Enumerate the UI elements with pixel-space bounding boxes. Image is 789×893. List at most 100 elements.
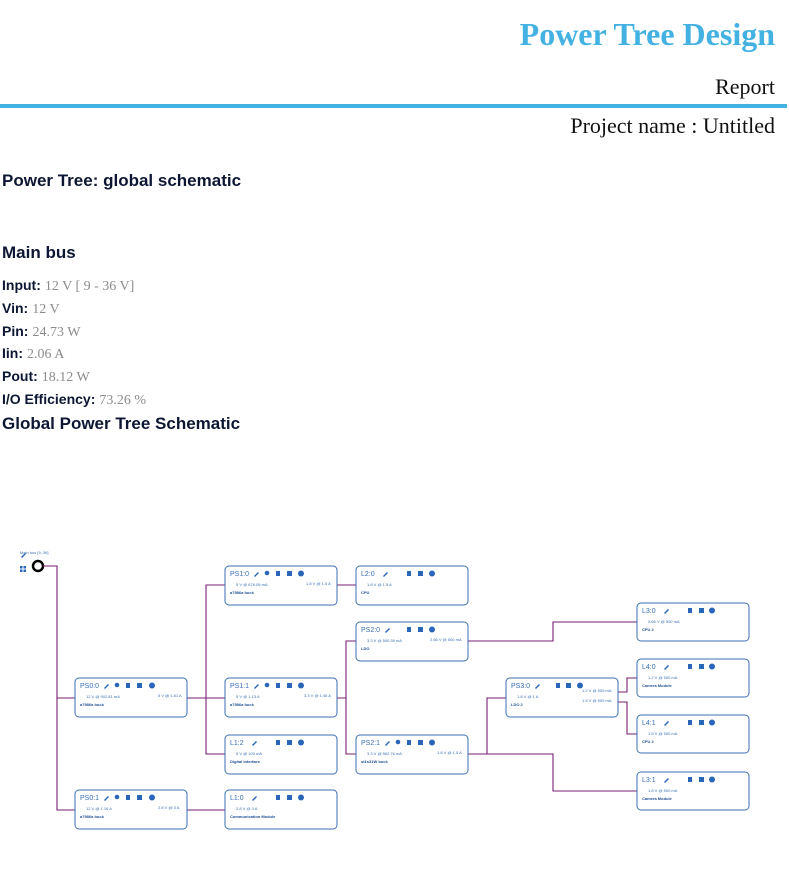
node-l4-1[interactable]: L4:1 1.5 V @ 500 mA CPU 2 <box>636 714 750 754</box>
grid-icon[interactable] <box>566 683 571 688</box>
section-heading: Power Tree: global schematic <box>2 171 242 190</box>
remove-icon[interactable] <box>429 739 435 746</box>
remove-icon[interactable] <box>298 682 304 689</box>
node-ps0-1[interactable]: PS0:1 12 V @ 1.16 A 2.8 V @ 3 A a7986a b… <box>74 789 188 830</box>
grid-icon[interactable] <box>20 566 23 569</box>
remove-icon[interactable] <box>709 776 715 783</box>
grid-icon[interactable] <box>287 571 292 576</box>
pencil-icon[interactable] <box>104 796 109 801</box>
pencil-icon[interactable] <box>385 628 390 633</box>
pencil-icon[interactable] <box>254 572 259 577</box>
pencil-icon[interactable] <box>252 796 257 801</box>
copy-icon[interactable] <box>688 608 692 613</box>
gear-icon[interactable] <box>264 570 270 576</box>
pencil-icon[interactable] <box>535 684 540 689</box>
remove-icon[interactable] <box>298 794 304 801</box>
remove-icon[interactable] <box>149 794 155 801</box>
node-ps2-0[interactable]: PS2:0 3.3 V @ 500.39 mA 2.66 V @ 500 mA … <box>355 621 469 662</box>
copy-icon[interactable] <box>276 740 280 745</box>
node-output: 3.3 V @ 1.45 A <box>304 693 331 698</box>
copy-icon[interactable] <box>407 740 411 745</box>
main-bus-source[interactable] <box>31 559 45 573</box>
pencil-icon[interactable] <box>21 553 26 558</box>
remove-icon[interactable] <box>709 719 715 726</box>
pencil-icon[interactable] <box>254 684 259 689</box>
row-key: I/O Efficiency: <box>2 391 96 407</box>
node-name: a7986a buck <box>230 702 255 707</box>
node-l3-1[interactable]: L3:1 1.8 V @ 500 mA Camera Module <box>636 771 750 811</box>
copy-icon[interactable] <box>556 683 560 688</box>
node-ps1-1[interactable]: PS1:1 5 V @ 1.13 A 3.3 V @ 1.45 A a7986a… <box>224 677 338 718</box>
pencil-icon[interactable] <box>664 609 669 614</box>
grid-icon[interactable] <box>137 683 142 688</box>
row-key: Pout: <box>2 368 38 384</box>
grid-icon[interactable] <box>699 720 704 725</box>
node-l1-0[interactable]: L1:0 2.8 V @ 3 A Communication Module <box>224 789 338 830</box>
remove-icon[interactable] <box>429 570 435 577</box>
node-input: 1.8 V @ 1.5 A <box>367 582 392 587</box>
pencil-icon[interactable] <box>664 665 669 670</box>
node-l1-2[interactable]: L1:2 5 V @ 100 mA Digital Interface <box>224 734 338 775</box>
gear-icon[interactable] <box>114 682 120 688</box>
pencil-icon[interactable] <box>664 721 669 726</box>
node-id: PS1:0 <box>230 571 249 578</box>
node-id: PS1:1 <box>230 683 249 690</box>
grid-icon[interactable] <box>418 627 423 632</box>
copy-icon[interactable] <box>688 777 692 782</box>
node-ps0-0[interactable]: PS0:0 12 V @ 902.81 mA 5 V @ 1.81 A a798… <box>74 677 188 718</box>
grid-icon[interactable] <box>418 740 423 745</box>
remove-icon[interactable] <box>429 626 435 633</box>
copy-icon[interactable] <box>407 571 411 576</box>
node-output-2: 1.5 V @ 500 mA <box>582 698 612 703</box>
gear-icon[interactable] <box>264 682 270 688</box>
grid-icon[interactable] <box>699 608 704 613</box>
copy-icon[interactable] <box>126 683 130 688</box>
remove-icon[interactable] <box>149 682 155 689</box>
node-ps3-0[interactable]: PS3:0 1.8 V @ 1 A 1.2 V @ 500 mA 1.5 V @… <box>505 677 619 718</box>
remove-icon[interactable] <box>709 607 715 614</box>
grid-icon[interactable] <box>418 571 423 576</box>
remove-icon[interactable] <box>709 663 715 670</box>
copy-icon[interactable] <box>688 664 692 669</box>
grid-icon[interactable] <box>699 664 704 669</box>
pencil-icon[interactable] <box>252 741 257 746</box>
grid-icon[interactable] <box>699 777 704 782</box>
pencil-icon[interactable] <box>383 572 388 577</box>
grid-icon[interactable] <box>287 740 292 745</box>
copy-icon[interactable] <box>126 795 130 800</box>
node-output: 1.2 V @ 500 mA <box>582 688 612 693</box>
node-ps1-0[interactable]: PS1:0 5 V @ 676.09 mA 1.8 V @ 1.5 A a798… <box>224 565 338 606</box>
node-input: 1.2 V @ 500 mA <box>648 675 678 680</box>
main-bus-row-input: Input:12 V [ 9 - 36 V] <box>2 277 134 295</box>
grid-icon[interactable] <box>287 683 292 688</box>
main-bus-row-pin: Pin:24.73 W <box>2 323 80 341</box>
schematic-heading: Global Power Tree Schematic <box>2 414 241 433</box>
row-key: Pin: <box>2 323 29 339</box>
node-input: 1.8 V @ 1 A <box>517 694 539 699</box>
node-l4-0[interactable]: L4:0 1.2 V @ 500 mA Camera Module <box>636 658 750 698</box>
remove-icon[interactable] <box>298 739 304 746</box>
node-input: 5 V @ 100 mA <box>236 751 262 756</box>
copy-icon[interactable] <box>276 683 280 688</box>
gear-icon[interactable] <box>395 739 401 745</box>
gear-icon[interactable] <box>114 794 120 800</box>
node-l2-0[interactable]: L2:0 1.8 V @ 1.5 A CPU <box>355 565 469 606</box>
node-id: PS2:1 <box>361 740 380 747</box>
copy-icon[interactable] <box>688 720 692 725</box>
grid-icon[interactable] <box>137 795 142 800</box>
main-bus-row-iin: Iin:2.06 A <box>2 345 64 363</box>
copy-icon[interactable] <box>407 627 411 632</box>
grid-icon[interactable] <box>287 795 292 800</box>
node-l3-0[interactable]: L3:0 2.66 V @ 500 mA CPU 2 <box>636 602 750 642</box>
copy-icon[interactable] <box>276 571 280 576</box>
node-name: st1s31W buck <box>361 759 388 764</box>
pencil-icon[interactable] <box>385 741 390 746</box>
node-ps2-1[interactable]: PS2:1 3.3 V @ 962.76 mA 1.8 V @ 1.5 A st… <box>355 734 469 775</box>
node-name: CPU 2 <box>642 739 655 744</box>
remove-icon[interactable] <box>577 682 583 689</box>
copy-icon[interactable] <box>276 795 280 800</box>
pencil-icon[interactable] <box>664 778 669 783</box>
pencil-icon[interactable] <box>104 684 109 689</box>
remove-icon[interactable] <box>298 570 304 577</box>
node-name: CPU 2 <box>642 627 655 632</box>
